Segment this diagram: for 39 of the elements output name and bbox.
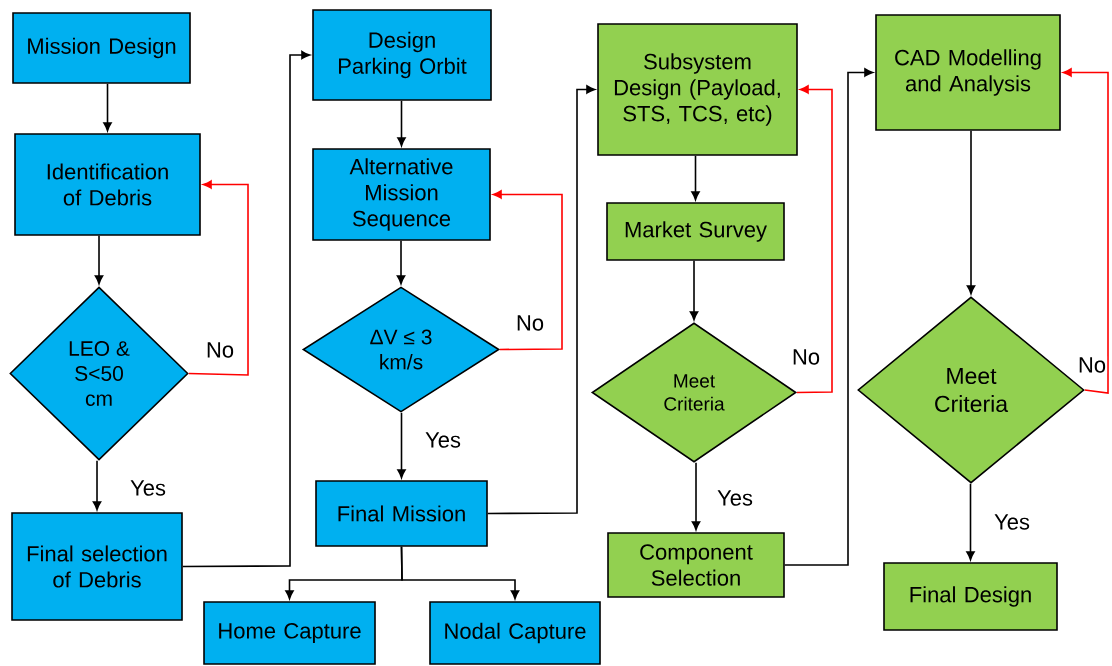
arrow bbox=[966, 483, 975, 561]
arrow bbox=[182, 50, 311, 568]
process-box: Final selection of Debris bbox=[11, 512, 183, 621]
process-box: Identification of Debris bbox=[14, 133, 201, 236]
process-box: Home Capture bbox=[203, 601, 376, 665]
arrow bbox=[396, 240, 406, 285]
arrow bbox=[689, 260, 699, 321]
process-box: Subsystem Design (Payload, STS, TCS, etc) bbox=[597, 23, 798, 156]
process-box: Design Parking Orbit bbox=[312, 9, 492, 101]
process-box: Final Design bbox=[883, 562, 1058, 631]
arrow bbox=[397, 100, 406, 147]
edge-label: No bbox=[1076, 356, 1108, 374]
process-box: Nodal Capture bbox=[429, 601, 601, 665]
arrow bbox=[400, 546, 520, 600]
edge-label: Yes bbox=[716, 489, 754, 507]
arrow bbox=[796, 85, 833, 394]
process-box: Component Selection bbox=[607, 532, 785, 598]
process-box: Final Mission bbox=[315, 480, 488, 547]
edge-label: Yes bbox=[993, 513, 1031, 531]
arrow bbox=[188, 180, 249, 376]
arrow bbox=[784, 68, 874, 566]
edge-label: Yes bbox=[129, 479, 167, 497]
arrow bbox=[966, 130, 976, 295]
edge-label: No bbox=[204, 341, 236, 359]
edge-label: Yes bbox=[424, 431, 462, 449]
arrow bbox=[691, 462, 701, 531]
process-box: Market Survey bbox=[606, 202, 785, 261]
arrow bbox=[103, 83, 112, 132]
arrow bbox=[94, 235, 104, 285]
arrow bbox=[487, 85, 596, 515]
process-box: Alternative Mission Sequence bbox=[312, 148, 491, 241]
arrow bbox=[691, 155, 700, 201]
process-box: CAD Modelling and Analysis bbox=[875, 14, 1061, 131]
arrow bbox=[92, 460, 102, 511]
process-box: Mission Design bbox=[12, 12, 191, 84]
arrow bbox=[492, 190, 563, 351]
edge-label: No bbox=[514, 314, 546, 332]
arrow bbox=[397, 412, 406, 479]
arrow bbox=[1062, 68, 1109, 394]
